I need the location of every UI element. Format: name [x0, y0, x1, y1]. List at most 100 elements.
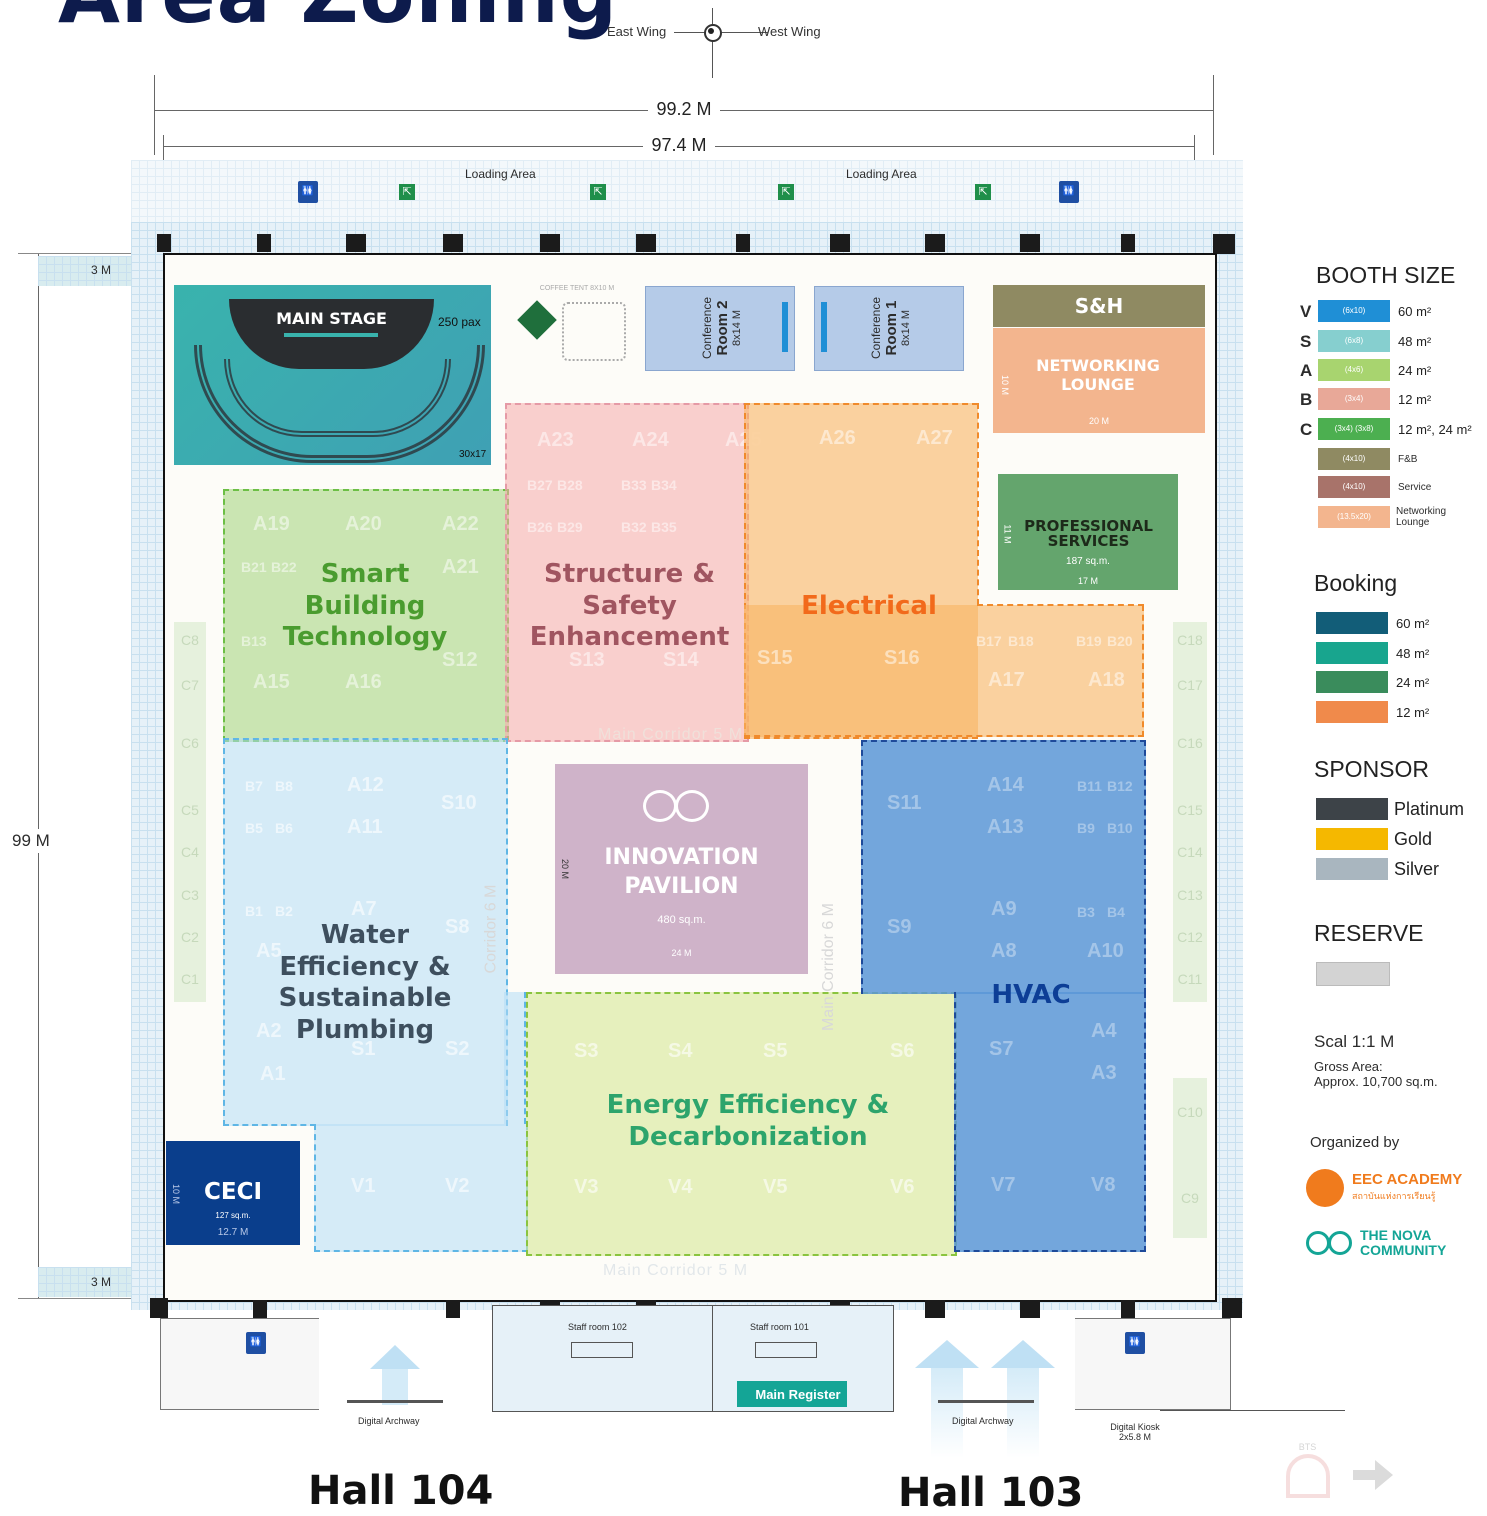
booth-b6[interactable]: B6 [275, 820, 293, 836]
booth-b2[interactable]: B2 [275, 903, 293, 919]
booth-s9[interactable]: S9 [887, 916, 912, 938]
booth-s7[interactable]: S7 [989, 1038, 1014, 1060]
booth-b1[interactable]: B1 [245, 903, 263, 919]
booth-v2[interactable]: V2 [445, 1175, 470, 1197]
booth-s4[interactable]: S4 [668, 1040, 693, 1062]
booth-b3[interactable]: B3 [1077, 904, 1095, 920]
booth-s2[interactable]: S2 [445, 1038, 470, 1060]
booth-b11[interactable]: B11 [1077, 778, 1102, 794]
booth-s13[interactable]: S13 [569, 649, 605, 671]
booth-a5[interactable]: A5 [256, 940, 282, 962]
booth-c2[interactable]: C2 [181, 929, 199, 945]
booth-v4[interactable]: V4 [668, 1176, 693, 1198]
networking-lounge[interactable]: NETWORKING LOUNGE 20 M 10 M [993, 328, 1205, 433]
booth-c12[interactable]: C12 [1177, 929, 1203, 945]
booth-b13[interactable]: B13 [241, 633, 267, 649]
booth-a11[interactable]: A11 [347, 816, 383, 838]
innovation-pavilion[interactable]: INNOVATION PAVILION 480 sq.m. 24 M 20 M [555, 764, 808, 974]
professional-services[interactable]: PROFESSIONAL SERVICES 187 sq.m. 17 M 11 … [998, 474, 1178, 590]
booth-b20[interactable]: B20 [1107, 633, 1133, 649]
booth-a20[interactable]: A20 [345, 513, 382, 535]
booth-c18[interactable]: C18 [1177, 632, 1203, 648]
booth-s14[interactable]: S14 [663, 649, 699, 671]
zone-hvac[interactable]: S11 A14 B11 B12 A13 B9 B10 S9 A9 A8 B3 B… [861, 740, 1146, 1254]
conference-room-2[interactable]: Conference Room 2 8x14 M [645, 286, 795, 371]
booth-c16[interactable]: C16 [1177, 735, 1203, 751]
booth-c5[interactable]: C5 [181, 802, 199, 818]
booth-s10[interactable]: S10 [441, 792, 477, 814]
booth-a13[interactable]: A13 [987, 816, 1024, 838]
booth-b27[interactable]: B27 [527, 477, 553, 493]
booth-a9[interactable]: A9 [991, 898, 1017, 920]
booth-v8[interactable]: V8 [1091, 1174, 1116, 1196]
zone-structure-safety[interactable]: A23 A24 A25 B27 B28 B33 B34 B26 B29 B32 … [505, 403, 762, 742]
booth-c10[interactable]: C10 [1177, 1104, 1203, 1120]
booth-c11[interactable]: C11 [1177, 971, 1203, 987]
booth-c7[interactable]: C7 [181, 677, 199, 693]
zone-electrical[interactable]: A26 A27 S15 S16 B17 B18 B19 B20 A17 A18 … [744, 403, 1146, 739]
booth-c1[interactable]: C1 [181, 971, 199, 987]
booth-a4[interactable]: A4 [1091, 1020, 1117, 1042]
booth-s1[interactable]: S1 [351, 1038, 376, 1060]
booth-b5[interactable]: B5 [245, 820, 263, 836]
booth-c13[interactable]: C13 [1177, 887, 1203, 903]
booth-a15[interactable]: A15 [253, 671, 290, 693]
booth-a2[interactable]: A2 [256, 1020, 282, 1042]
booth-b7[interactable]: B7 [245, 778, 263, 794]
booth-a3[interactable]: A3 [1091, 1062, 1117, 1084]
sh-booth[interactable]: S&H [993, 285, 1205, 327]
booth-b29[interactable]: B29 [557, 519, 583, 535]
booth-s12[interactable]: S12 [442, 649, 478, 671]
booth-c8[interactable]: C8 [181, 632, 199, 648]
booth-v5[interactable]: V5 [763, 1176, 788, 1198]
booth-c3[interactable]: C3 [181, 887, 199, 903]
booth-b10[interactable]: B10 [1107, 820, 1133, 836]
booth-a27[interactable]: A27 [916, 427, 953, 449]
booth-b34[interactable]: B34 [651, 477, 677, 493]
booth-a26[interactable]: A26 [819, 427, 856, 449]
booth-b8[interactable]: B8 [275, 778, 293, 794]
staff-room-102[interactable]: Staff room 102 [492, 1305, 714, 1412]
booth-a1[interactable]: A1 [260, 1063, 286, 1085]
booth-s16[interactable]: S16 [884, 647, 920, 669]
booth-b21[interactable]: B21 [241, 559, 267, 575]
booth-b4[interactable]: B4 [1107, 904, 1125, 920]
conference-room-1[interactable]: Conference Room 1 8x14 M [814, 286, 964, 371]
booth-c9[interactable]: C9 [1181, 1190, 1199, 1206]
booth-c6[interactable]: C6 [181, 735, 199, 751]
booth-v6[interactable]: V6 [890, 1176, 915, 1198]
booth-c4[interactable]: C4 [181, 844, 199, 860]
booth-a17[interactable]: A17 [988, 669, 1025, 691]
booth-b19[interactable]: B19 [1076, 633, 1102, 649]
booth-b33[interactable]: B33 [621, 477, 647, 493]
booth-v3[interactable]: V3 [574, 1176, 599, 1198]
booth-a22[interactable]: A22 [442, 513, 479, 535]
ceci-booth[interactable]: CECI 127 sq.m. 12.7 M 10 M [166, 1141, 300, 1245]
booth-a8[interactable]: A8 [991, 940, 1017, 962]
booth-b9[interactable]: B9 [1077, 820, 1095, 836]
booth-b28[interactable]: B28 [557, 477, 583, 493]
main-stage-area[interactable]: MAIN STAGE 250 pax 30x17 [174, 285, 491, 465]
booth-b12[interactable]: B12 [1107, 778, 1133, 794]
booth-c14[interactable]: C14 [1177, 844, 1203, 860]
booth-b32[interactable]: B32 [621, 519, 647, 535]
booth-v1[interactable]: V1 [351, 1175, 376, 1197]
booth-a16[interactable]: A16 [345, 671, 382, 693]
booth-b35[interactable]: B35 [651, 519, 677, 535]
booth-s3[interactable]: S3 [574, 1040, 599, 1062]
booth-s6[interactable]: S6 [890, 1040, 915, 1062]
booth-s11[interactable]: S11 [887, 792, 922, 814]
digital-kiosk[interactable]: Digital Kiosk 2x5.8 M [1090, 1422, 1180, 1442]
booth-s8[interactable]: S8 [445, 916, 470, 938]
booth-c17[interactable]: C17 [1177, 677, 1203, 693]
booth-b18[interactable]: B18 [1008, 633, 1034, 649]
booth-b26[interactable]: B26 [527, 519, 553, 535]
zone-water[interactable]: B7 B8 A12 S10 B5 B6 A11 B1 B2 A7 S8 A5 A… [223, 738, 528, 1254]
booth-a19[interactable]: A19 [253, 513, 290, 535]
booth-s15[interactable]: S15 [757, 647, 793, 669]
coffee-tent[interactable]: COFFEE TENT 8X10 M [517, 285, 626, 365]
zone-energy[interactable]: S3 S4 S5 S6 V3 V4 V5 V6 Energy Efficienc… [526, 992, 957, 1256]
booth-v7[interactable]: V7 [991, 1174, 1016, 1196]
booth-b17[interactable]: B17 [976, 633, 1002, 649]
main-register[interactable]: Main Register [737, 1381, 847, 1407]
